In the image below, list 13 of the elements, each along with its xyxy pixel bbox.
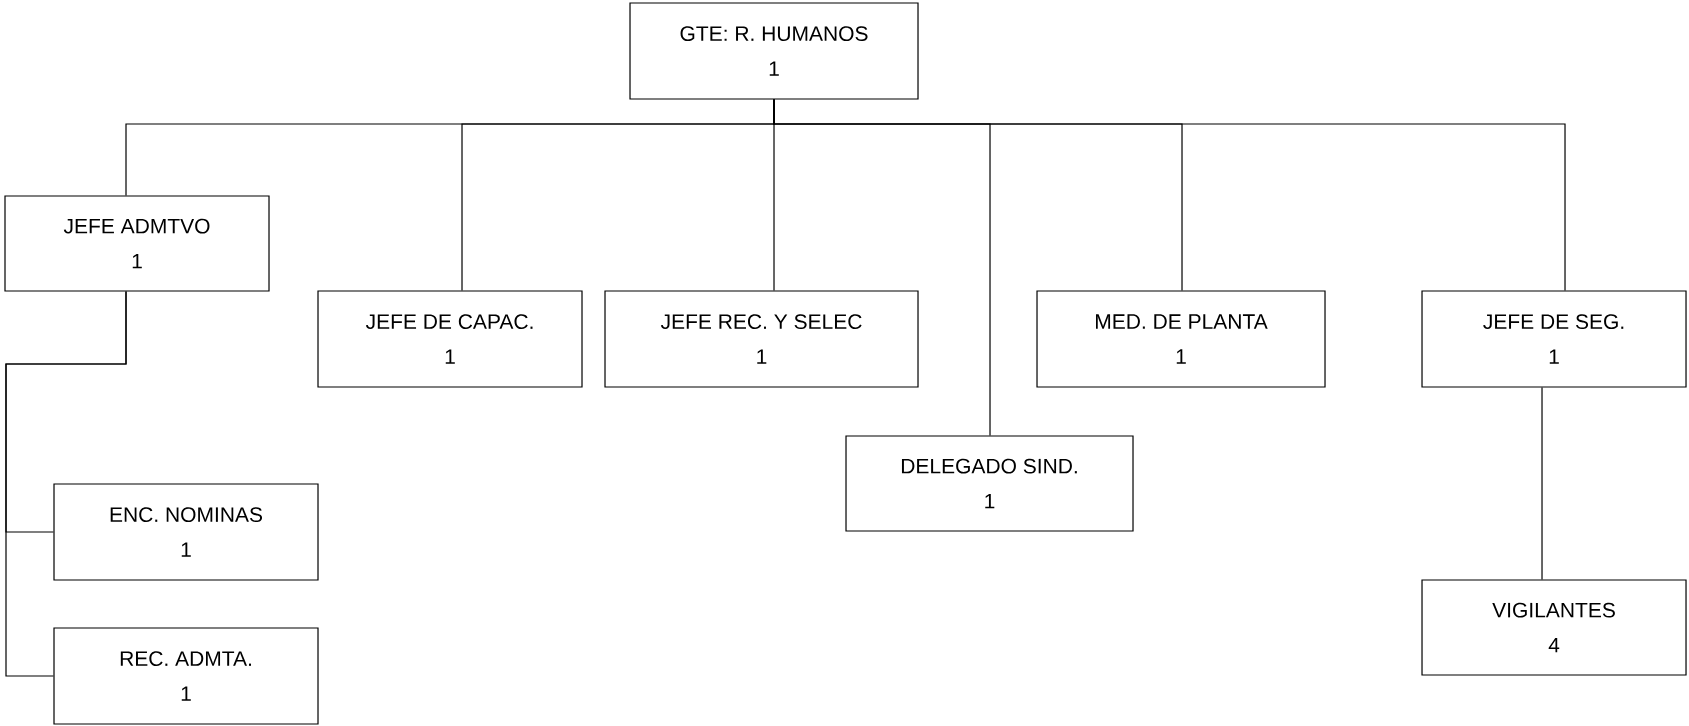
connector-line: [773, 99, 1566, 291]
position-box: ENC. NOMINAS 1: [53, 483, 319, 581]
position-box: VIGILANTES 4: [1421, 579, 1687, 676]
position-box: REC. ADMTA. 1: [53, 627, 319, 725]
position-box: JEFE REC. Y SELEC 1: [604, 290, 919, 388]
position-box: GTE: R. HUMANOS 1: [629, 2, 919, 100]
position-box: DELEGADO SIND. 1: [845, 435, 1134, 532]
position-box: JEFE DE SEG. 1: [1421, 290, 1687, 388]
position-box: JEFE DE CAPAC. 1: [317, 290, 583, 388]
connector-line: [1541, 387, 1543, 580]
position-box: MED. DE PLANTA 1: [1036, 290, 1326, 388]
connector-line: [5, 291, 127, 677]
position-box: JEFE ADMTVO 1: [4, 195, 270, 292]
